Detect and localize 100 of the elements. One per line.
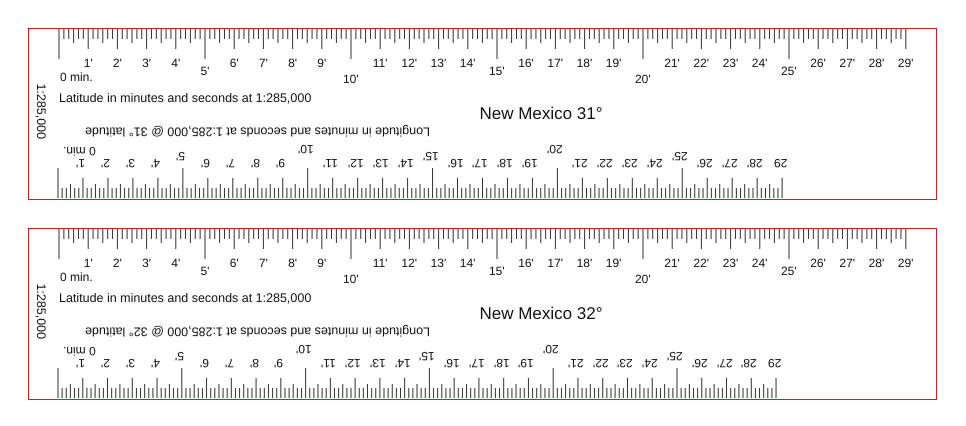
scale-label: 8'	[250, 357, 259, 369]
scale-label: 17'	[472, 157, 488, 169]
scale-label: 22'	[597, 157, 613, 169]
scale-label: 3'	[126, 357, 135, 369]
scale-label: 11'	[372, 257, 388, 269]
scale-label: 28'	[741, 357, 757, 369]
scale-label: 16'	[518, 257, 534, 269]
scale-label: 1'	[84, 57, 93, 69]
scale-label: 16'	[444, 357, 460, 369]
scale-label: 2'	[112, 257, 122, 269]
scale-label: 5'	[175, 350, 184, 362]
scale-label: 18'	[576, 57, 592, 69]
scale-label: 22'	[693, 57, 710, 69]
scale-label: 7'	[258, 257, 268, 269]
scale-label: 20'	[543, 343, 559, 355]
scale-label: 9'	[274, 357, 284, 369]
scale-label: 28'	[868, 257, 884, 269]
scale-label: 1'	[76, 357, 86, 369]
scale-label: 21'	[664, 57, 680, 69]
scale-label: 12'	[348, 157, 364, 169]
scale-label: 28'	[868, 57, 884, 69]
scale-label: 26'	[810, 57, 826, 69]
scale-label: 24'	[752, 57, 768, 69]
scale-label: 15'	[489, 65, 505, 77]
scale-label: 6'	[200, 357, 210, 369]
scale-label: 12'	[401, 257, 418, 269]
scale-label: 20'	[635, 273, 651, 285]
scale-label: 2'	[101, 357, 110, 369]
scale-label: 25'	[667, 350, 683, 362]
scale-label: 23'	[722, 257, 738, 269]
scale-label: 25'	[672, 150, 688, 162]
scale-label: 18'	[576, 257, 592, 269]
latitude-caption: Latitude in minutes and seconds at 1:285,000	[59, 292, 312, 304]
scale-label: 1'	[76, 157, 86, 169]
scale-label: 1'	[84, 257, 93, 269]
scale-label: 19'	[522, 157, 538, 169]
scale-ratio-text: 1:285,000	[34, 82, 48, 139]
scale-label: 11'	[323, 157, 338, 169]
scale-label: 2'	[101, 157, 110, 169]
scale-label: 7'	[258, 57, 268, 69]
ruler-title: New Mexico 32°	[480, 304, 603, 322]
scale-label: 24'	[647, 157, 663, 169]
scale-label: 15'	[419, 350, 436, 362]
scale-label: 10'	[343, 273, 359, 285]
scale-label: 3'	[142, 57, 152, 69]
scale-label: 8'	[288, 257, 298, 269]
scale-label: 14'	[398, 157, 414, 169]
scale-label: 13'	[430, 57, 446, 69]
scale-label: 6'	[201, 157, 210, 169]
scale-label: 24'	[642, 357, 658, 369]
scale-label: 25'	[781, 265, 797, 277]
scale-label: 7'	[226, 157, 236, 169]
scale-label: 8'	[251, 157, 260, 169]
scale-label: 6'	[230, 57, 239, 69]
scale-label: 4'	[171, 57, 180, 69]
scale-label: 27'	[722, 157, 738, 169]
longitude-caption: Longitude in minutes and seconds at 1:285,000 @ 32° latitude	[84, 324, 430, 337]
scale-label: 17'	[468, 357, 485, 369]
zero-label: 0 min.	[60, 271, 93, 283]
scale-label: 26'	[810, 257, 826, 269]
scale-label: 9'	[276, 157, 286, 169]
scale-label: 17'	[547, 57, 564, 69]
scale-label: 3'	[142, 257, 152, 269]
scale-label: 5'	[176, 150, 186, 162]
scale-label: 27'	[839, 257, 856, 269]
scale-label: 3'	[126, 157, 136, 169]
scale-ratio-text: 1:285,000	[34, 282, 48, 339]
scale-label: 2'	[112, 57, 122, 69]
scale-label: 27'	[839, 57, 856, 69]
scale-label: 16'	[448, 157, 464, 169]
scale-label: 29	[768, 357, 781, 369]
scale-label: 15'	[489, 265, 505, 277]
scale-label: 22'	[693, 257, 710, 269]
scale-label: 15'	[422, 150, 438, 162]
scale-label: 26'	[692, 357, 708, 369]
scale-label: 23'	[722, 57, 738, 69]
scale-label: 10'	[343, 73, 359, 85]
scale-label: 13'	[370, 357, 386, 369]
scale-label: 18'	[497, 157, 514, 169]
scale-label: 21'	[568, 357, 584, 369]
scale-label: 5'	[200, 65, 210, 77]
scale-label: 12'	[345, 357, 361, 369]
scale-label: 16'	[518, 57, 534, 69]
scale-label: 23'	[617, 357, 634, 369]
scale-label: 13'	[372, 157, 388, 169]
scale-label: 11'	[320, 357, 336, 369]
scale-label: 21'	[664, 257, 680, 269]
ruler-card	[28, 228, 937, 400]
scale-label: 4'	[150, 357, 160, 369]
scale-label: 19'	[606, 257, 622, 269]
scale-label: 18'	[494, 357, 510, 369]
scale-label: 26'	[697, 157, 713, 169]
latitude-caption: Latitude in minutes and seconds at 1:285,000	[59, 92, 312, 104]
scale-label: 9'	[317, 257, 326, 269]
scale-label: 24'	[752, 257, 768, 269]
scale-label: 4'	[171, 257, 180, 269]
scale-label: 23'	[622, 157, 638, 169]
scale-label: 6'	[230, 257, 239, 269]
longitude-caption: Longitude in minutes and seconds at 1:285,000 @ 31° latitude	[84, 124, 430, 137]
scale-label: 27'	[716, 357, 732, 369]
